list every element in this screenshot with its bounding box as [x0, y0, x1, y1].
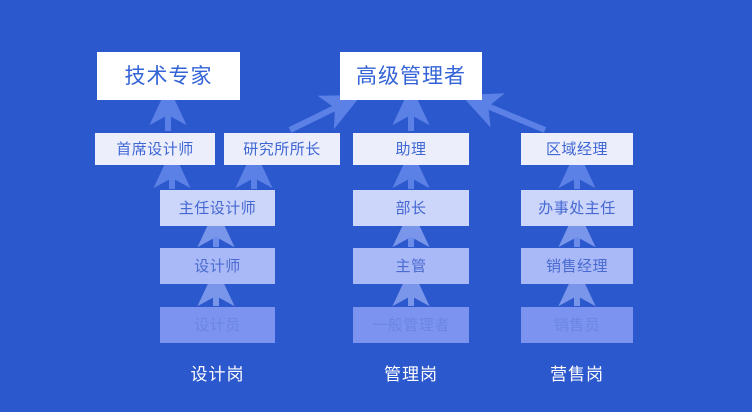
column-label-design-track: 设计岗 — [160, 360, 275, 385]
node-label: 助理 — [395, 140, 427, 158]
node-label: 主任设计师 — [178, 199, 257, 217]
node-label: 设计员 — [194, 316, 241, 334]
node-salesperson[interactable]: 销售员 — [521, 307, 633, 343]
node-regional-manager[interactable]: 区域经理 — [521, 133, 633, 165]
node-label: 销售员 — [553, 316, 601, 334]
column-label-text: 营售岗 — [550, 365, 604, 384]
column-label-text: 管理岗 — [384, 365, 438, 384]
node-label: 技术专家 — [124, 64, 213, 88]
node-office-director[interactable]: 办事处主任 — [521, 190, 633, 226]
node-label: 高级管理者 — [356, 64, 466, 88]
node-label: 办事处主任 — [538, 199, 616, 217]
column-label-sales-track: 营售岗 — [521, 360, 633, 385]
node-label: 设计师 — [194, 257, 241, 275]
node-general-manager[interactable]: 一般管理者 — [353, 307, 469, 343]
node-supervisor[interactable]: 主管 — [353, 248, 469, 284]
arrow-institute-director-to-senior-manager — [288, 95, 362, 133]
node-label: 部长 — [395, 199, 427, 217]
node-senior-manager[interactable]: 高级管理者 — [340, 52, 482, 100]
node-label: 销售经理 — [545, 257, 608, 275]
node-designer[interactable]: 设计师 — [160, 248, 275, 284]
arrow-regional-manager-to-senior-manager — [461, 93, 547, 133]
column-label-text: 设计岗 — [190, 365, 245, 384]
node-chief-designer[interactable]: 首席设计师 — [95, 133, 215, 165]
node-tech-expert[interactable]: 技术专家 — [97, 52, 240, 100]
node-label: 首席设计师 — [116, 140, 194, 158]
node-junior-designer[interactable]: 设计员 — [160, 307, 275, 343]
node-sales-manager[interactable]: 销售经理 — [521, 248, 633, 284]
node-department-head[interactable]: 部长 — [353, 190, 469, 226]
node-label: 一般管理者 — [372, 316, 450, 334]
column-label-management-track: 管理岗 — [353, 360, 469, 385]
node-lead-designer[interactable]: 主任设计师 — [160, 190, 275, 226]
node-institute-director[interactable]: 研究所所长 — [224, 133, 340, 165]
node-label: 区域经理 — [545, 140, 608, 158]
node-assistant[interactable]: 助理 — [353, 133, 469, 165]
node-label: 主管 — [395, 257, 427, 275]
node-label: 研究所所长 — [243, 140, 321, 158]
